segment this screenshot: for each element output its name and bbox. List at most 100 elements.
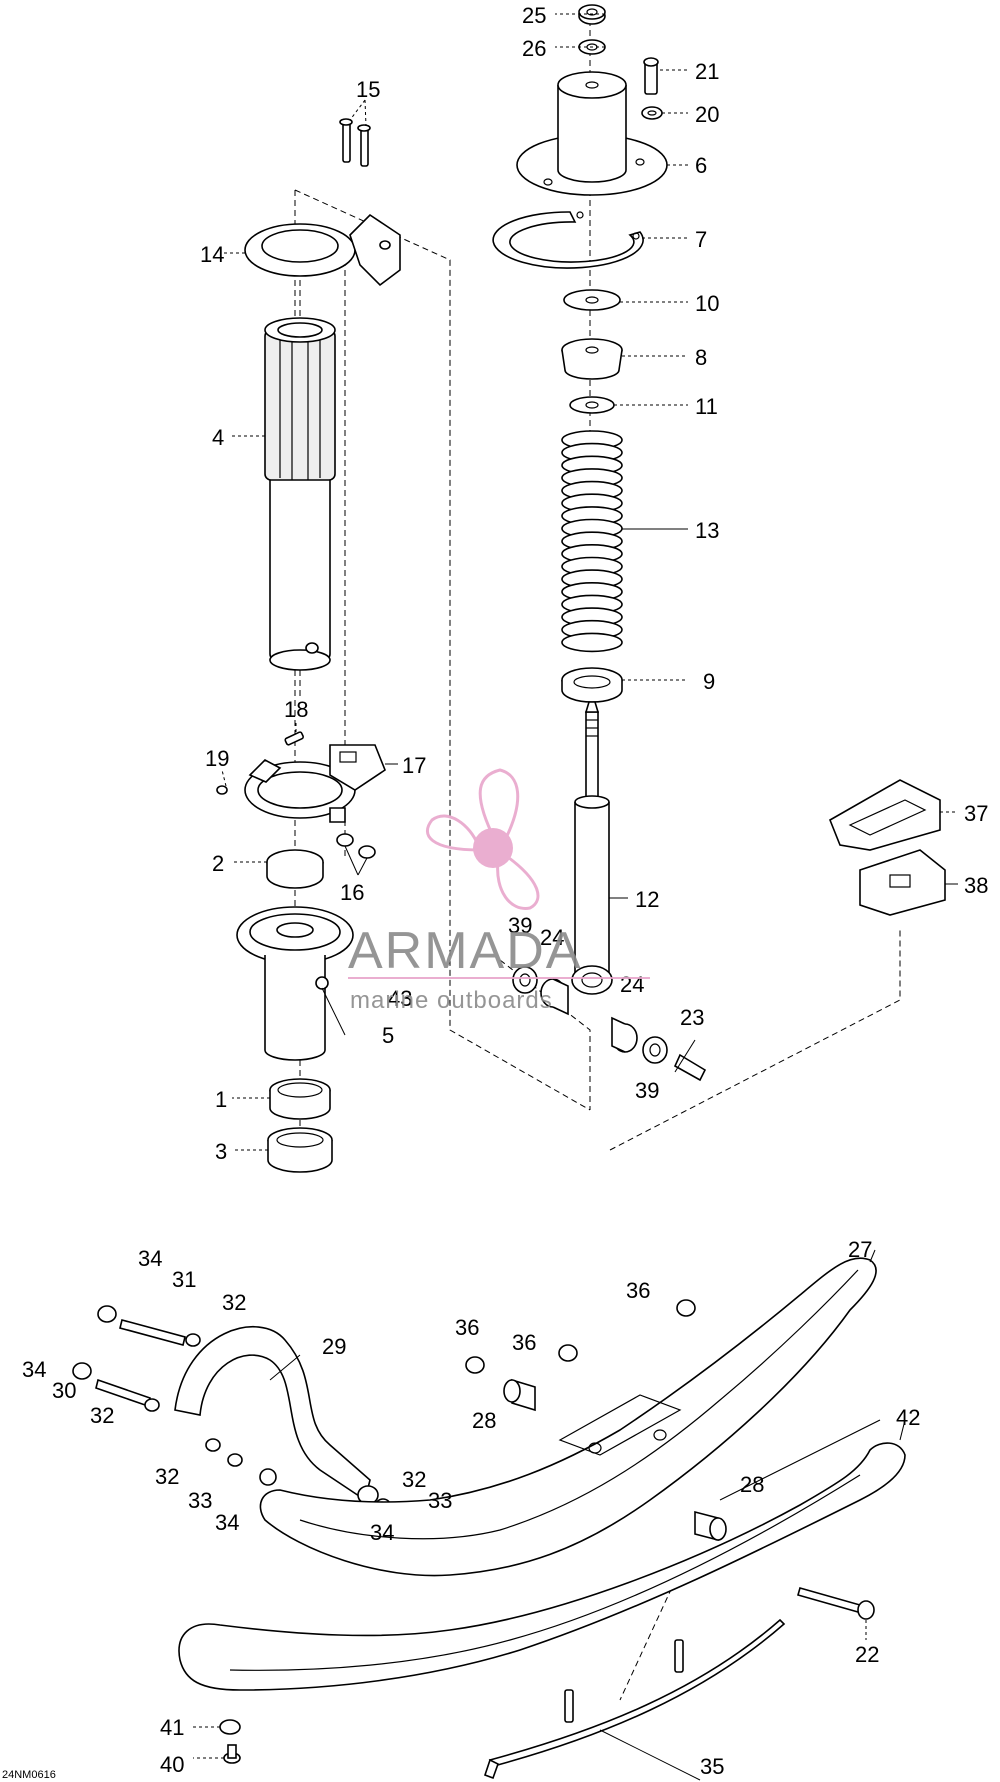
- washers-32-33: [144, 1333, 411, 1522]
- shock-absorber-12: [571, 701, 613, 995]
- spring-seat-9: [561, 667, 623, 703]
- callout-36-a: 36: [455, 1315, 479, 1340]
- watermark: ARMADA marine outboards: [348, 768, 650, 1014]
- callout-29: 29: [322, 1334, 346, 1359]
- callout-43: 43: [388, 986, 412, 1011]
- callout-38: 38: [964, 873, 988, 898]
- callout-12: 12: [635, 887, 659, 912]
- callout-33-b: 33: [428, 1488, 452, 1513]
- spring-seat-8: [561, 338, 623, 380]
- callout-35: 35: [700, 1754, 724, 1779]
- callout-18: 18: [284, 697, 308, 722]
- callout-16: 16: [340, 880, 364, 905]
- grease-fitting-43: [315, 976, 329, 990]
- callout-1: 1: [215, 1087, 227, 1112]
- screws-15: [339, 118, 371, 167]
- propeller-logo-icon: [426, 768, 540, 910]
- callout-34-b: 34: [22, 1357, 46, 1382]
- callout-28-a: 28: [472, 1408, 496, 1433]
- screw-40: [223, 1744, 241, 1764]
- callout-3: 3: [215, 1139, 227, 1164]
- ski-27: [259, 1257, 877, 1577]
- carbide-runner-35: [483, 1618, 786, 1780]
- callout-36-c: 36: [626, 1278, 650, 1303]
- bushings-28: [503, 1378, 727, 1542]
- washer-11: [569, 396, 615, 414]
- callout-10: 10: [695, 291, 719, 316]
- bushing-3: [267, 1127, 333, 1173]
- spring-coil: [561, 632, 623, 653]
- callout-11: 11: [695, 394, 718, 419]
- callout-21: 21: [695, 59, 719, 84]
- callout-7: 7: [695, 227, 707, 252]
- callout-9: 9: [703, 669, 715, 694]
- runner-42: [178, 1419, 906, 1691]
- callout-32-b: 32: [90, 1403, 114, 1428]
- callout-13: 13: [695, 518, 719, 543]
- top-cap-6: [516, 71, 668, 196]
- callout-24-right: 24: [620, 972, 644, 997]
- nuts-34: [72, 1305, 429, 1529]
- upper-bracket-14: [244, 213, 401, 287]
- bracket-38: [859, 849, 946, 916]
- callout-27: 27: [848, 1237, 872, 1262]
- callout-36-b: 36: [512, 1330, 536, 1355]
- callout-20: 20: [695, 102, 719, 127]
- bushing-1: [269, 1078, 331, 1120]
- callout-34-c: 34: [215, 1510, 239, 1535]
- nuts-36: [465, 1299, 696, 1374]
- callout-33-a: 33: [188, 1488, 212, 1513]
- column-housing: [236, 906, 354, 1061]
- callout-28-b: 28: [740, 1472, 764, 1497]
- callout-34-a: 34: [138, 1246, 162, 1271]
- bolt-22: [797, 1587, 875, 1620]
- callout-8: 8: [695, 345, 707, 370]
- callout-26: 26: [522, 36, 546, 61]
- coil-spring-13: [561, 430, 623, 653]
- cushion-37: [828, 779, 941, 851]
- callout-22: 22: [855, 1642, 879, 1667]
- callout-15: 15: [356, 77, 380, 102]
- screw-21: [643, 57, 659, 95]
- callout-24-top: 24: [540, 925, 564, 950]
- callout-39-bottom: 39: [635, 1078, 659, 1103]
- callout-30: 30: [52, 1378, 76, 1403]
- callout-5: 5: [382, 1023, 394, 1048]
- callout-34-d: 34: [370, 1520, 394, 1545]
- callout-42: 42: [896, 1405, 920, 1430]
- callout-32-c: 32: [155, 1464, 179, 1489]
- watermark-subtitle: marine outboards: [350, 987, 553, 1014]
- callout-39-top: 39: [508, 913, 532, 938]
- callout-23: 23: [680, 1005, 704, 1030]
- callout-32-d: 32: [402, 1467, 426, 1492]
- lower-bracket-17: [244, 744, 386, 823]
- callout-41: 41: [160, 1715, 184, 1740]
- callout-19: 19: [205, 746, 229, 771]
- lock-washer-20: [641, 106, 663, 120]
- washer-10: [563, 289, 621, 311]
- nut-19: [216, 785, 228, 795]
- callout-6: 6: [695, 153, 707, 178]
- callout-4: 4: [212, 425, 224, 450]
- callout-37: 37: [964, 801, 988, 826]
- callout-17: 17: [402, 753, 426, 778]
- callout-32-a: 32: [222, 1290, 246, 1315]
- callout-2: 2: [212, 851, 224, 876]
- drawing-code: 24NM0616: [2, 1769, 56, 1781]
- callout-labels: 25 26 21 20 6 7 10 8 11 13 9 12 15 14 4 …: [22, 3, 988, 1779]
- bushings-16: [336, 833, 376, 859]
- watermark-title: ARMADA: [348, 922, 582, 980]
- callout-25: 25: [522, 3, 546, 28]
- leader-lines: [193, 13, 958, 1781]
- nut-25: [578, 4, 606, 25]
- screw-18: [284, 731, 304, 746]
- bolts-30-31: [95, 1319, 186, 1408]
- callout-40: 40: [160, 1752, 184, 1777]
- ring-2: [266, 849, 324, 889]
- circlip-7: [492, 211, 644, 269]
- splined-shaft-4: [264, 317, 336, 671]
- nut-41: [219, 1719, 241, 1735]
- callout-31: 31: [172, 1267, 196, 1292]
- callout-14: 14: [200, 242, 224, 267]
